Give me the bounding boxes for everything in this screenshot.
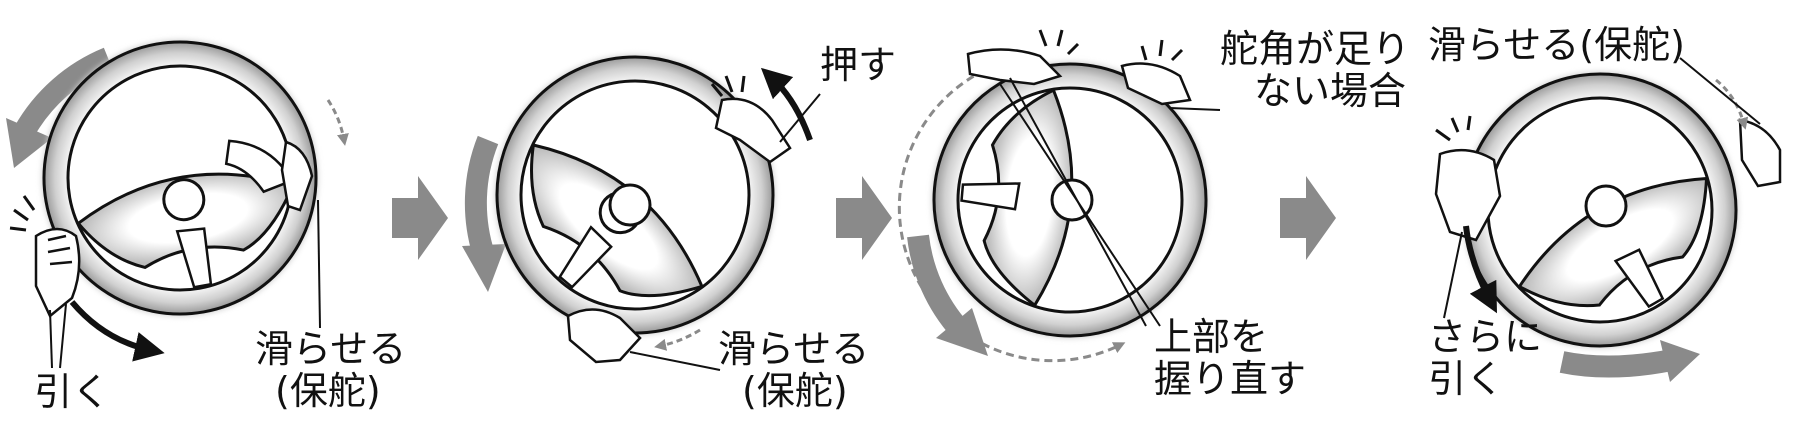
- step-arrow-icon: [836, 176, 892, 260]
- label-regrip-1: 上部を: [1154, 315, 1268, 359]
- label-insufficient-1: 舵角が足り: [1220, 27, 1410, 71]
- label-slide-1: 滑らせる: [718, 327, 869, 371]
- rotation-arrow-icon: [760, 67, 813, 141]
- label-slide-1: 滑らせる: [255, 327, 406, 371]
- spark-icon: [1435, 115, 1472, 142]
- label-pull: 引く: [34, 370, 110, 414]
- rotation-arrow-icon: [6, 118, 52, 168]
- rotation-arrow-icon: [1660, 340, 1700, 382]
- hand-icon: [1434, 118, 1782, 242]
- label-insufficient-2: ない場合: [1254, 69, 1406, 113]
- label-regrip-2: 握り直す: [1154, 357, 1306, 401]
- step-arrow-icon: [392, 176, 448, 260]
- label-slide-2: (保舵): [742, 369, 848, 413]
- rotation-arrow-icon: [1559, 349, 1675, 378]
- panel-step-4: 滑らせる(保舵) さらに 引く: [1428, 23, 1782, 401]
- steering-wheel-icon: [42, 40, 318, 316]
- rotation-arrow-icon: [907, 234, 969, 338]
- panel-step-1: 引く 滑らせる (保舵): [6, 40, 406, 414]
- hand-icon: [34, 140, 314, 318]
- rotation-arrow-icon: [462, 244, 506, 292]
- rotation-arrow-icon: [464, 135, 499, 259]
- hand-icon: [566, 97, 792, 364]
- spark-icon: [710, 75, 746, 97]
- label-pull-more-1: さらに: [1428, 315, 1542, 359]
- rotation-arrow-icon: [14, 47, 113, 138]
- hand-icon: [966, 48, 1192, 106]
- label-push: 押す: [820, 43, 896, 87]
- label-pull-more-2: 引く: [1428, 357, 1504, 401]
- rotation-arrow-icon: [654, 328, 701, 351]
- rotation-arrow-icon: [326, 99, 349, 146]
- rotation-arrow-icon: [69, 300, 165, 362]
- rotation-arrow-icon: [1715, 78, 1749, 130]
- rotation-arrow-icon: [936, 308, 988, 356]
- spark-icon: [1038, 29, 1184, 62]
- spark-icon: [9, 195, 36, 232]
- step-arrow-icon: [1280, 176, 1336, 260]
- panel-step-2: 押す 滑らせる (保舵): [462, 43, 896, 413]
- rotation-arrow-icon: [897, 68, 1126, 363]
- panel-step-3: 舵角が足り ない場合 上部を 握り直す: [897, 27, 1410, 401]
- label-slide: 滑らせる(保舵): [1428, 23, 1685, 67]
- rotation-arrow-icon: [1463, 225, 1497, 314]
- label-slide-2: (保舵): [275, 369, 381, 413]
